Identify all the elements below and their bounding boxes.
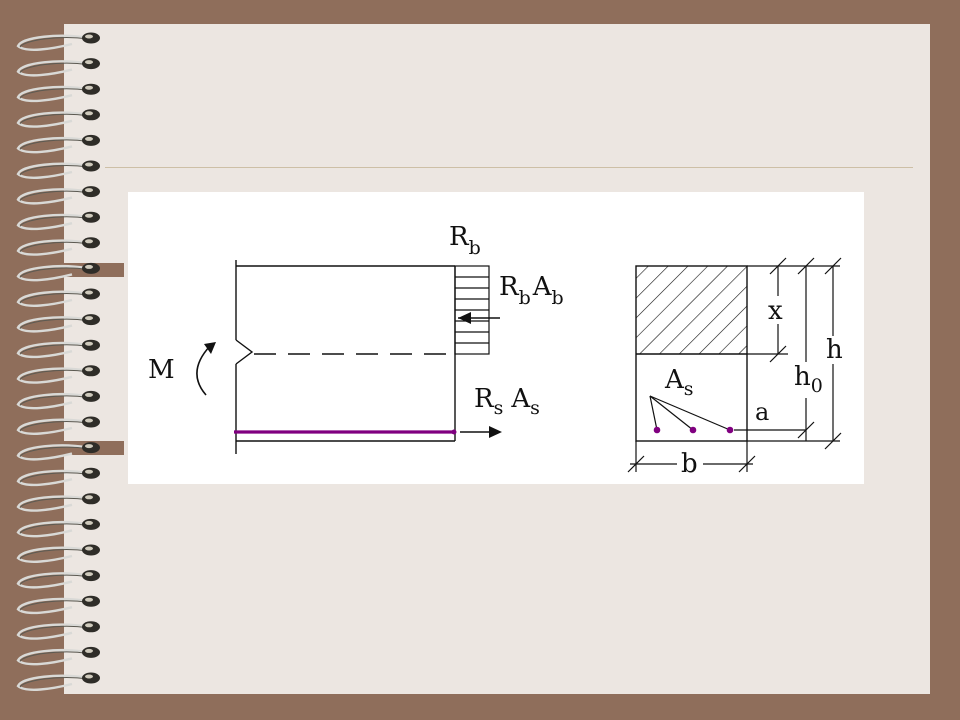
label-x: x	[768, 296, 783, 326]
break-mark	[235, 339, 254, 365]
beam-elevation	[235, 260, 456, 454]
label-rb-ab: RbAb	[499, 272, 564, 309]
binder-ring	[16, 621, 100, 640]
binder-ring	[16, 570, 100, 589]
x-label-bg	[766, 296, 788, 324]
label-as: As	[664, 365, 694, 400]
binder-ring	[16, 442, 100, 461]
binder-ring	[16, 288, 100, 307]
binder-ring	[16, 544, 100, 563]
label-a: a	[755, 398, 769, 426]
binder-ring	[16, 390, 100, 410]
rebar-dot-3	[726, 426, 734, 434]
h-label-bg	[823, 336, 847, 364]
binder-ring	[16, 493, 100, 512]
binder-ring	[16, 467, 100, 487]
label-h0: h0	[794, 362, 823, 397]
binder-ring	[16, 314, 100, 333]
binder-ring	[16, 186, 100, 205]
spiral-binding	[16, 32, 100, 691]
label-rb: Rb	[449, 222, 481, 259]
label-moment: M	[148, 355, 175, 385]
binder-ring	[16, 109, 100, 128]
binder-ring	[16, 160, 100, 179]
label-b: b	[681, 449, 698, 479]
binder-ring	[16, 262, 100, 282]
compression-zone	[636, 266, 747, 354]
rebar-leaders	[649, 395, 731, 431]
binder-ring	[16, 518, 100, 538]
tension-force-arrow	[460, 426, 502, 438]
width-label-bg	[677, 451, 703, 475]
compression-force-arrow	[458, 312, 500, 324]
binder-ring	[16, 83, 100, 103]
binder-ring	[16, 672, 100, 691]
binder-ring	[16, 32, 100, 51]
rebar-dot-1	[653, 426, 661, 434]
binder-ring	[16, 58, 100, 77]
binder-ring	[16, 595, 100, 615]
label-h: h	[826, 335, 843, 365]
title-divider	[105, 167, 913, 168]
tension-rebar-end	[451, 429, 457, 435]
binder-ring	[16, 646, 100, 666]
rebar-dot-2	[689, 426, 697, 434]
binder-ring	[16, 365, 100, 384]
h0-label-bg	[792, 362, 822, 398]
binder-ring	[16, 339, 100, 359]
binder-ring	[16, 237, 100, 256]
moment-arrow	[196, 342, 216, 396]
binder-ring	[16, 211, 100, 231]
compression-stress-block	[454, 265, 490, 355]
binder-ring	[16, 134, 100, 154]
binder-ring	[16, 416, 100, 435]
